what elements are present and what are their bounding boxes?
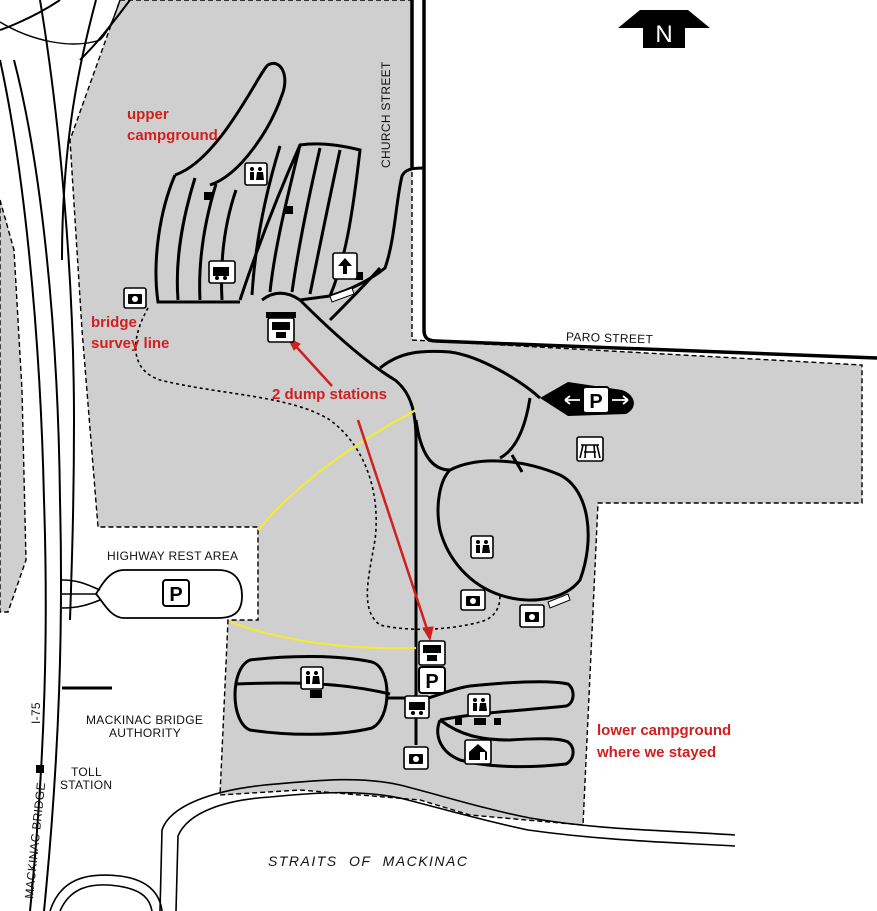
rest-area-access <box>61 579 101 609</box>
bridge-survey-line-dotted <box>135 307 501 631</box>
highway-i75 <box>0 0 131 911</box>
camera-icon <box>403 746 429 770</box>
camera-icon <box>123 287 147 309</box>
lower-west-loop <box>233 654 389 736</box>
gate-marker-upper <box>329 287 355 303</box>
toll-label-1: TOLL <box>71 765 102 779</box>
upper-to-paro-road <box>328 266 382 322</box>
dump-stations-label: 2 dump stations <box>272 386 388 403</box>
middle-loop <box>436 459 590 602</box>
north-label: N <box>655 21 672 48</box>
restroom-icon <box>470 535 494 559</box>
church-street-label: CHURCH STREET <box>379 61 393 168</box>
parking-arrows <box>564 395 629 405</box>
rv-icon <box>208 260 236 284</box>
parking-icon: P <box>582 386 610 414</box>
rv-icon <box>404 695 430 719</box>
ranger-station-icon <box>332 252 358 280</box>
lower-east-loops <box>415 680 575 769</box>
restroom-icon <box>467 693 491 717</box>
top-left-curve <box>0 0 121 45</box>
north-arrow-icon: N <box>618 10 710 48</box>
east-parking-spur-2 <box>510 454 524 473</box>
restroom-icon <box>244 162 268 186</box>
main-campground-road <box>298 298 418 700</box>
lower-campground-label-2: where we stayed <box>597 744 717 761</box>
north-connector-road <box>379 349 542 400</box>
upper-campground-label-2: campground <box>127 127 218 144</box>
yellow-survey-lines <box>229 409 417 650</box>
parking-icon: P <box>418 666 446 694</box>
restroom-icon <box>300 666 324 690</box>
shoreline <box>49 778 736 911</box>
dump-station-marker <box>266 312 296 318</box>
lower-campground-label-1: lower campground <box>597 722 732 739</box>
camera-icon <box>460 589 486 611</box>
church-street <box>422 0 877 360</box>
gate-marker-middle <box>547 593 571 609</box>
parking-icon: P <box>162 579 190 607</box>
parking-letter: P <box>169 584 182 606</box>
bridge-survey-label-1: bridge <box>91 314 137 331</box>
dump-station-icon <box>267 317 295 343</box>
toll-label-2: STATION <box>60 778 113 792</box>
i75-label: I-75 <box>29 702 43 724</box>
park-area-upper <box>69 0 863 826</box>
parking-letter: P <box>589 391 602 413</box>
park-areas <box>0 0 863 826</box>
parking-letter: P <box>425 671 438 693</box>
upper-campground-label-1: upper <box>127 106 169 123</box>
camp-office-icon <box>464 739 492 765</box>
highway-rest-area-label: HIGHWAY REST AREA <box>107 549 239 563</box>
bridge-authority-label-2: AUTHORITY <box>109 726 182 740</box>
toll-marker <box>36 765 44 773</box>
bridge-authority-label-1: MACKINAC BRIDGE <box>86 713 204 727</box>
bridge-survey-label-2: survey line <box>91 335 170 352</box>
park-area-left-strip <box>0 199 27 613</box>
camera-icon <box>519 604 545 628</box>
streets <box>410 0 877 360</box>
paro-street-label: PARO STREET <box>565 329 654 347</box>
upper-campground-loops <box>154 61 425 304</box>
dump-station-icon <box>418 640 446 666</box>
east-parking-spur <box>499 397 532 460</box>
straits-label: STRAITS OF MACKINAC <box>268 853 469 869</box>
picnic-table-icon <box>576 436 604 462</box>
site-markers <box>204 192 501 725</box>
middle-loop-link <box>414 419 451 472</box>
